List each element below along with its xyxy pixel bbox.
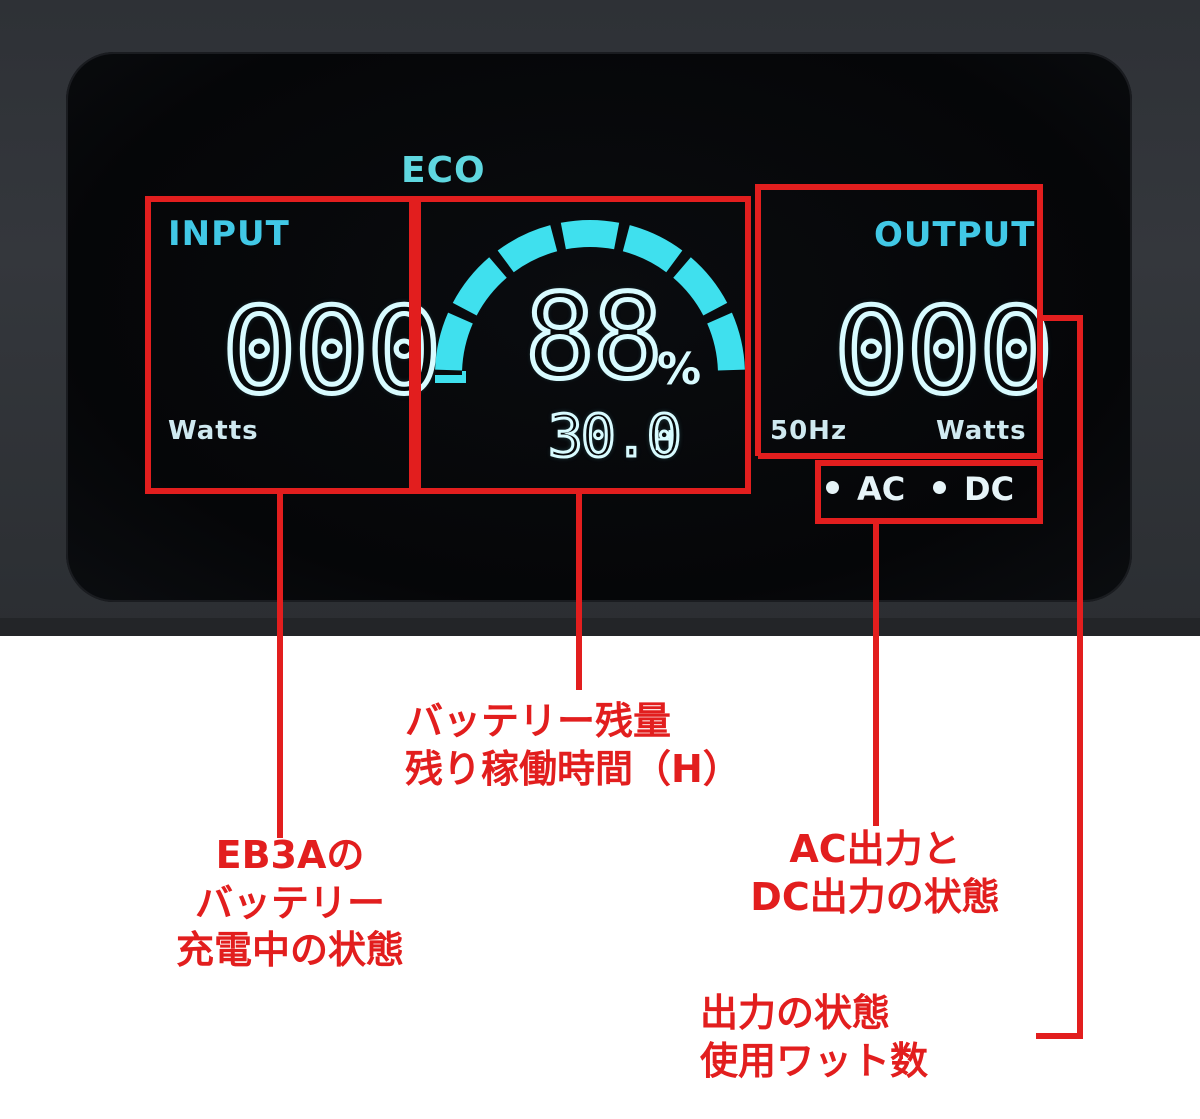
battery-annotation: バッテリー残量 残り稼働時間（H） xyxy=(405,698,741,793)
gauge-segment xyxy=(707,312,745,371)
input-unit: Watts xyxy=(168,416,259,446)
ac-dot-icon xyxy=(826,480,839,494)
eb3a-annotation: EB3Aの バッテリー 充電中の状態 xyxy=(130,832,450,975)
input-frame xyxy=(145,196,415,494)
annotation-line: DC出力の状態 xyxy=(750,874,1000,919)
output-callout-line xyxy=(1036,315,1083,1039)
output-label: OUTPUT xyxy=(874,215,1036,255)
output-annotation: 出力の状態 使用ワット数 xyxy=(700,990,928,1085)
output-frame xyxy=(755,184,1043,459)
acdc-frame xyxy=(815,460,1043,524)
gauge-segment xyxy=(497,225,558,273)
annotation-line: AC出力と xyxy=(789,827,961,871)
annotation-line: EB3Aの xyxy=(215,833,365,877)
gauge-foot xyxy=(435,371,466,383)
eco-indicator: ECO xyxy=(401,150,486,191)
dc-label: DC xyxy=(964,470,1015,508)
gauge-segment xyxy=(673,257,728,316)
dc-dot-icon xyxy=(933,480,946,494)
gauge-segment xyxy=(560,220,620,250)
gauge-segment xyxy=(622,225,683,273)
panel-edge xyxy=(0,618,1200,636)
dc-indicator: DC xyxy=(933,470,1014,508)
battery-gauge-icon xyxy=(435,220,745,383)
annotation-line: バッテリー xyxy=(194,880,385,925)
gauge-segment xyxy=(452,257,507,316)
battery-percent: 88 xyxy=(523,268,666,408)
percent-sign: % xyxy=(657,344,702,395)
hours-unit: H xyxy=(653,424,675,457)
output-unit: Watts xyxy=(936,416,1027,446)
acdc-annotation: AC出力と DC出力の状態 xyxy=(705,826,1045,921)
lcd-screen xyxy=(66,52,1132,602)
annotation-line: 使用ワット数 xyxy=(700,1038,929,1083)
annotation-line: 出力の状態 xyxy=(700,991,891,1035)
output-watts-value: 000 xyxy=(831,280,1056,423)
gauge-segment xyxy=(435,312,473,371)
input-label: INPUT xyxy=(168,214,290,254)
annotation-line: 充電中の状態 xyxy=(175,928,404,972)
callout-frames xyxy=(145,184,1083,1039)
battery-frame xyxy=(415,196,751,494)
annotation-line: バッテリー残量 xyxy=(405,699,672,743)
ac-indicator: AC xyxy=(826,470,905,508)
annotation-line: 残り稼働時間（H） xyxy=(405,746,741,791)
ac-label: AC xyxy=(857,470,906,508)
input-watts-value: 000 xyxy=(219,280,444,423)
remaining-hours: 30.0 xyxy=(547,401,684,472)
output-frequency: 50Hz xyxy=(770,416,848,446)
